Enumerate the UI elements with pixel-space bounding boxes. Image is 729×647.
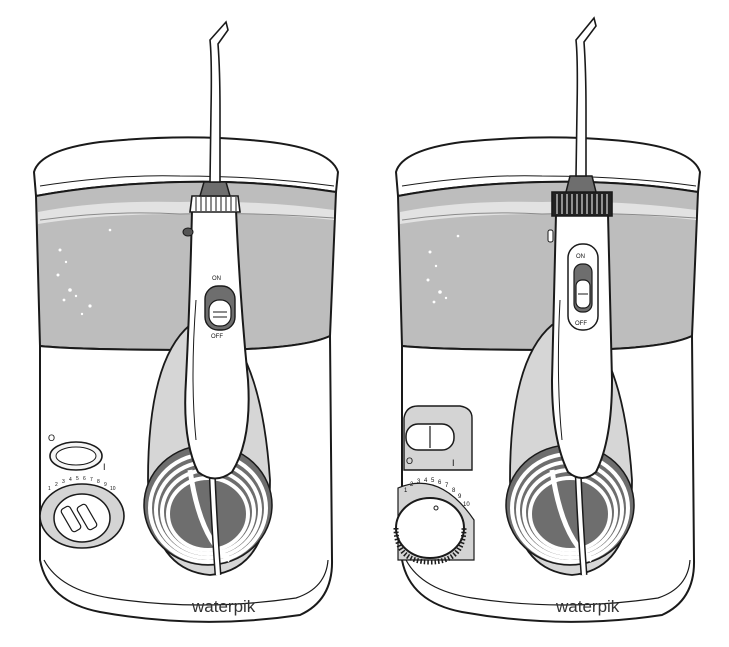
- svg-text:3: 3: [417, 479, 421, 485]
- right-control-panel: O I: [403, 405, 473, 471]
- right-pressure-knob[interactable]: [395, 497, 465, 559]
- left-brand-logo: waterpik: [191, 597, 256, 616]
- svg-text:8: 8: [452, 488, 456, 494]
- left-handle-body: [184, 209, 250, 480]
- right-brand-logo: waterpik: [555, 597, 620, 616]
- left-water-bubbles: [56, 228, 112, 316]
- svg-text:7: 7: [445, 483, 449, 489]
- right-power-on-mark: I: [452, 458, 455, 468]
- svg-text:10: 10: [463, 502, 470, 508]
- svg-text:5: 5: [76, 476, 79, 482]
- svg-text:4: 4: [69, 477, 72, 483]
- svg-text:5: 5: [431, 478, 435, 484]
- left-water-flosser: O I 1 2 3 4 5 6 7 8 9 10: [32, 20, 340, 623]
- svg-text:2: 2: [55, 482, 58, 488]
- left-power-button-group: O I: [48, 433, 106, 472]
- svg-text:10: 10: [110, 486, 116, 492]
- svg-text:9: 9: [458, 494, 462, 500]
- svg-text:6: 6: [83, 476, 86, 482]
- left-handle-switch[interactable]: [208, 299, 232, 327]
- svg-text:8: 8: [97, 479, 100, 485]
- left-pressure-dial-group: 1 2 3 4 5 6 7 8 9 10: [39, 476, 125, 549]
- right-pressure-dial-group: 1 2 3 4 5 6 7 8 9 10: [393, 478, 475, 565]
- right-water-bubbles: [426, 234, 460, 304]
- svg-text:7: 7: [90, 477, 93, 483]
- svg-text:9: 9: [104, 482, 107, 488]
- svg-text:1: 1: [48, 486, 51, 492]
- left-handle-collar: [189, 195, 241, 213]
- left-power-off-mark: O: [48, 433, 55, 443]
- svg-text:1: 1: [404, 488, 408, 494]
- left-dial-scale: 1 2 3 4 5 6 7 8 9 10: [48, 476, 116, 492]
- left-handle-on-label: ON: [212, 276, 221, 282]
- svg-text:2: 2: [410, 482, 414, 488]
- left-hose-coil: [143, 444, 273, 566]
- right-handle-on-label: ON: [576, 254, 585, 260]
- right-power-off-mark: O: [406, 456, 413, 466]
- left-power-on-mark: I: [103, 462, 106, 472]
- right-dial-scale: 1 2 3 4 5 6 7 8 9 10: [404, 478, 470, 508]
- right-water-flosser: O I 1 2 3 4 5 6 7 8 9 10: [393, 16, 702, 623]
- right-hose-coil: [505, 444, 635, 566]
- svg-text:4: 4: [424, 478, 428, 484]
- right-flosser-tip: [575, 16, 597, 177]
- svg-text:3: 3: [62, 479, 65, 485]
- right-handle: ON OFF: [547, 16, 614, 576]
- svg-text:6: 6: [438, 480, 442, 486]
- left-handle-off-label: OFF: [211, 334, 223, 340]
- right-handle-off-label: OFF: [575, 321, 587, 327]
- left-handle: ON OFF: [182, 20, 250, 576]
- left-flosser-tip: [209, 20, 229, 183]
